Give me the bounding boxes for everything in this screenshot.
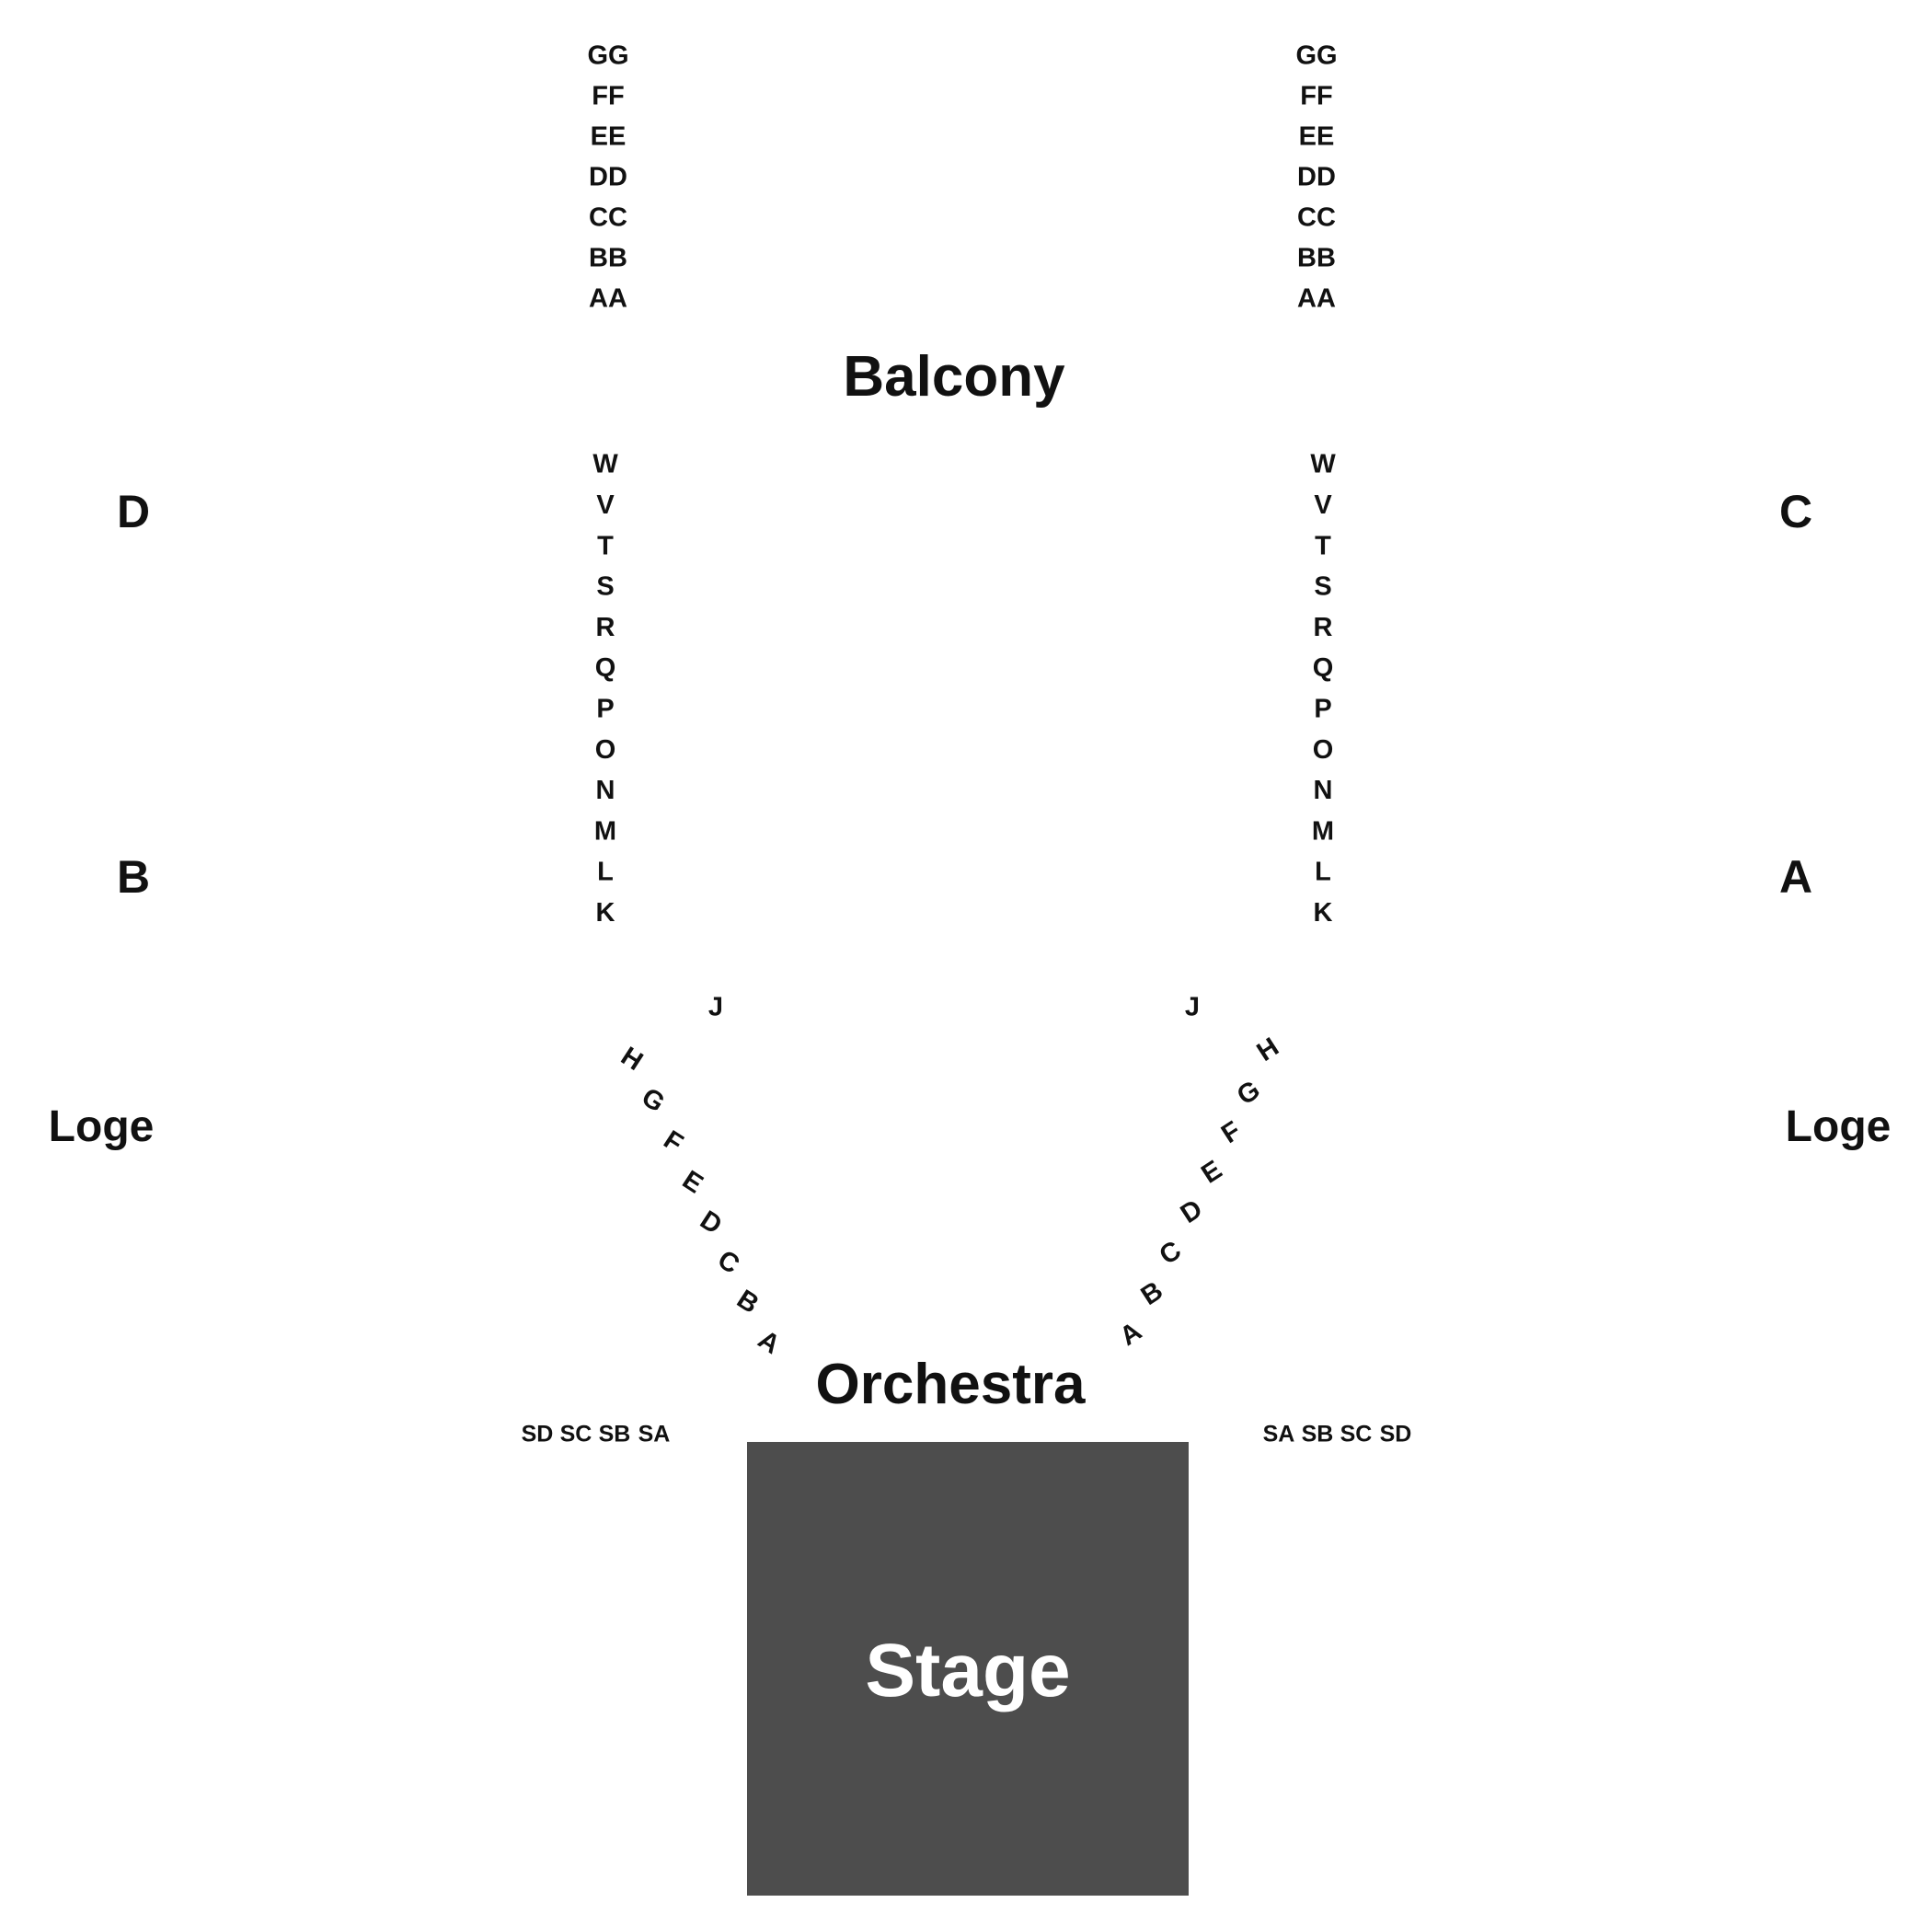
row-label[interactable]: F — [659, 1125, 688, 1159]
row-label[interactable]: CC — [1297, 203, 1336, 233]
row-label[interactable]: J — [708, 993, 723, 1022]
row-label[interactable]: C — [1155, 1236, 1187, 1271]
row-label[interactable]: N — [1314, 776, 1333, 805]
row-label[interactable]: SA — [638, 1422, 671, 1447]
row-label[interactable]: S — [1314, 572, 1331, 602]
balcony-title: Balcony — [843, 345, 1065, 409]
row-label[interactable]: V — [596, 490, 615, 520]
box-b-label[interactable]: B — [117, 851, 150, 903]
row-label[interactable]: SB — [599, 1422, 631, 1447]
loge-right-label[interactable]: Loge — [1786, 1102, 1892, 1151]
row-label[interactable]: GG — [1295, 41, 1337, 71]
row-label[interactable]: Q — [595, 653, 616, 683]
row-label[interactable]: SD — [1380, 1422, 1412, 1447]
row-label[interactable]: DD — [1297, 163, 1336, 192]
box-a-label[interactable]: A — [1779, 851, 1812, 903]
box-c-label[interactable]: C — [1779, 486, 1812, 537]
balcony-rows-left: GG FF EE DD CC BB AA — [587, 41, 628, 314]
row-label[interactable]: EE — [591, 122, 627, 152]
row-label[interactable]: K — [596, 898, 615, 928]
row-label[interactable]: FF — [592, 82, 624, 111]
stage-label: Stage — [865, 1629, 1070, 1712]
row-label[interactable]: EE — [1299, 122, 1335, 152]
row-label[interactable]: M — [1312, 816, 1334, 846]
row-label[interactable]: AA — [1297, 284, 1336, 314]
row-label[interactable]: T — [1315, 531, 1331, 560]
row-label[interactable]: P — [1314, 694, 1331, 723]
row-label[interactable]: E — [1196, 1155, 1227, 1189]
row-label[interactable]: F — [1216, 1116, 1246, 1149]
orchestra-title: Orchestra — [816, 1353, 1086, 1416]
row-label[interactable]: R — [596, 613, 615, 642]
box-d-label[interactable]: D — [117, 486, 150, 537]
row-label[interactable]: G — [637, 1082, 670, 1118]
row-label[interactable]: D — [1176, 1194, 1208, 1229]
row-label[interactable]: SA — [1263, 1422, 1295, 1447]
row-label[interactable]: M — [594, 816, 616, 846]
row-label[interactable]: BB — [589, 244, 627, 273]
row-label[interactable]: SC — [560, 1422, 592, 1447]
row-label[interactable]: G — [1232, 1075, 1265, 1111]
row-label[interactable]: W — [1310, 450, 1336, 479]
row-label[interactable]: S — [596, 572, 614, 602]
row-label[interactable]: P — [596, 694, 614, 723]
row-label[interactable]: D — [695, 1205, 727, 1240]
row-label[interactable]: Q — [1313, 653, 1334, 683]
row-label[interactable]: H — [615, 1042, 648, 1077]
row-label[interactable]: E — [677, 1165, 708, 1199]
row-label[interactable]: O — [1313, 735, 1334, 765]
row-label[interactable]: L — [1315, 858, 1331, 887]
row-label[interactable]: CC — [589, 203, 627, 233]
row-label[interactable]: FF — [1300, 82, 1332, 111]
row-label[interactable]: O — [595, 735, 616, 765]
loge-left-label[interactable]: Loge — [49, 1102, 155, 1151]
row-label[interactable]: W — [592, 450, 618, 479]
row-label[interactable]: A — [753, 1325, 785, 1360]
row-label[interactable]: B — [731, 1285, 764, 1320]
row-label[interactable]: AA — [589, 284, 627, 314]
row-label[interactable]: A — [1115, 1317, 1147, 1352]
row-label[interactable]: DD — [589, 163, 627, 192]
row-label[interactable]: R — [1314, 613, 1333, 642]
row-label[interactable]: L — [597, 858, 614, 887]
row-label[interactable]: N — [596, 776, 615, 805]
row-label[interactable]: SD — [522, 1422, 554, 1447]
row-label[interactable]: V — [1314, 490, 1332, 520]
row-label[interactable]: BB — [1297, 244, 1336, 273]
row-label[interactable]: C — [712, 1245, 744, 1280]
row-label[interactable]: B — [1136, 1276, 1168, 1311]
row-label[interactable]: SC — [1340, 1422, 1373, 1447]
row-label[interactable]: SB — [1302, 1422, 1334, 1447]
row-label[interactable]: T — [597, 531, 614, 560]
stage — [747, 1442, 1189, 1896]
row-label[interactable]: GG — [587, 41, 628, 71]
row-label[interactable]: H — [1252, 1032, 1284, 1067]
row-label[interactable]: J — [1185, 993, 1200, 1022]
balcony-rows-right: GG FF EE DD CC BB AA — [1295, 41, 1337, 314]
row-label[interactable]: K — [1314, 898, 1333, 928]
